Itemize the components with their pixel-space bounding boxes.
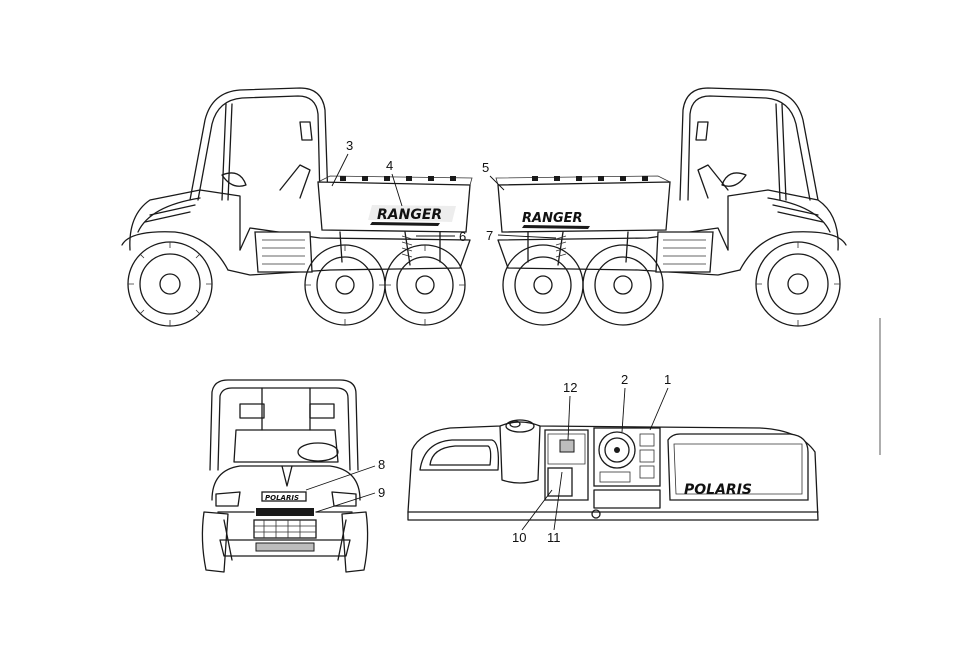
callout-11-number: 11 (547, 530, 561, 545)
ranger-decal-left-text: RANGER (377, 207, 442, 223)
callout-6: 6 (416, 229, 466, 244)
callout-10-number: 10 (512, 530, 526, 545)
decal-12-marker (559, 439, 575, 453)
callout-5-number: 5 (482, 160, 489, 175)
callout-10: 10 (512, 489, 553, 545)
polaris-dash-decal-text: POLARIS (684, 482, 752, 498)
polaris-front-badge-text: POLARIS (265, 494, 299, 502)
callout-11: 11 (547, 471, 563, 545)
ranger-decal-right: RANGER (522, 211, 590, 229)
callout-9: 9 (315, 485, 385, 513)
left-front-wheel (127, 241, 213, 327)
callout-4-number: 4 (386, 158, 393, 173)
callout-4: 4 (386, 158, 403, 207)
ranger-decal-left: RANGER (368, 205, 456, 226)
callout-7: 7 (486, 228, 557, 243)
callout-2-number: 2 (621, 372, 628, 387)
callout-3-number: 3 (346, 138, 353, 153)
callout-6-number: 6 (459, 229, 466, 244)
callout-9-number: 9 (378, 485, 385, 500)
callout-5: 5 (482, 160, 505, 191)
callout-1: 1 (649, 372, 671, 431)
callout-12-number: 12 (563, 380, 577, 395)
left-middle-wheel (304, 244, 386, 326)
decal-11-marker (547, 467, 573, 497)
callout-7-number: 7 (486, 228, 493, 243)
vehicle-front-view: POLARIS (201, 379, 369, 573)
callout-1-number: 1 (664, 372, 671, 387)
callout-2: 2 (621, 372, 628, 433)
callout-8-number: 8 (378, 457, 385, 472)
ranger-decal-right-text: RANGER (522, 211, 583, 226)
callout-8: 8 (305, 457, 385, 491)
callout-3: 3 (331, 138, 353, 187)
callout-12: 12 (563, 380, 577, 441)
vehicle-right-side-view (495, 87, 847, 327)
left-rear-wheel (384, 244, 466, 326)
dashboard-view: POLARIS (407, 419, 819, 521)
vehicle-left-side-view: RANGER (121, 87, 473, 327)
